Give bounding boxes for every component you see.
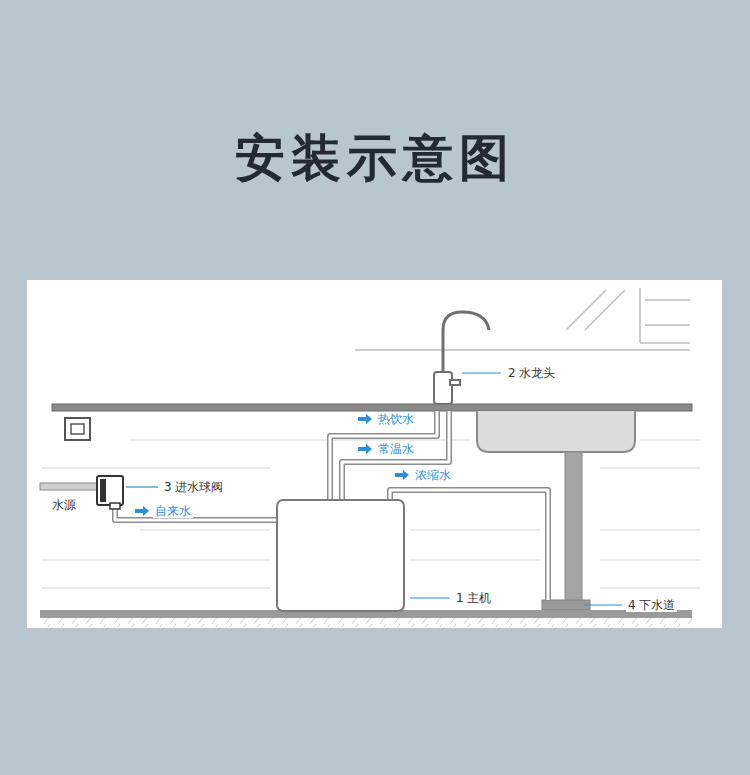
valve-body [97, 476, 123, 505]
page-title: 安装示意图 [235, 128, 515, 188]
window-line [645, 324, 690, 326]
flow-arrow [358, 414, 372, 424]
wall-line [600, 587, 700, 589]
glare-line [585, 290, 625, 330]
wall-line [42, 467, 270, 469]
leader-line [126, 486, 158, 487]
flow-arrow [395, 470, 409, 480]
source-label: 水源 [50, 498, 78, 512]
flow-label: 自来水 [153, 504, 193, 518]
leader-line [462, 372, 501, 373]
socket-hole [71, 424, 84, 434]
wall-line [600, 529, 700, 531]
waste-pipe [390, 490, 548, 600]
wall-line [600, 559, 700, 561]
tap-pipe [115, 505, 277, 520]
window-line [645, 299, 690, 301]
tap-pipe [115, 505, 277, 520]
panel [27, 280, 722, 628]
faucet [434, 312, 489, 404]
faucet-spout [443, 312, 489, 372]
faucet-body [434, 372, 452, 404]
room-pipe [342, 411, 449, 500]
waste-pipe [390, 490, 548, 600]
window-frame [639, 288, 641, 343]
faucet-handle [450, 380, 460, 385]
socket-plate [65, 418, 90, 440]
socket [65, 418, 90, 440]
countertop [52, 404, 692, 411]
drain-pipe [565, 452, 582, 602]
flow-label: 常温水 [376, 442, 416, 456]
callout-label: 1 主机 [454, 591, 493, 605]
leader-line [584, 604, 622, 605]
callout-label: 4 下水道 [626, 598, 677, 612]
wall-line [410, 529, 540, 531]
ball-valve [97, 476, 123, 509]
sink [477, 411, 635, 452]
window [355, 288, 690, 350]
valve-handle [100, 479, 106, 502]
flow-arrow [135, 506, 149, 516]
callout-label: 2 水龙头 [506, 366, 557, 380]
floor-hatch [40, 618, 692, 627]
leader-line [410, 597, 450, 598]
hot-pipe [330, 411, 437, 500]
callout-label: 3 进水球阀 [162, 480, 225, 494]
flow-arrow [358, 444, 372, 454]
source-pipe [40, 483, 102, 490]
wall-line [600, 467, 700, 469]
flow-label: 热饮水 [376, 412, 416, 426]
window-sill [355, 349, 690, 351]
valve-outlet [110, 503, 120, 509]
glare-line [566, 290, 606, 330]
wall-line [410, 559, 540, 561]
room-pipe [342, 411, 449, 500]
wall-line [42, 587, 270, 589]
wall-line [42, 559, 270, 561]
drain-base [542, 600, 590, 610]
window-frame [640, 342, 690, 344]
main-unit [277, 500, 404, 611]
wall-line [140, 529, 270, 531]
leader-lines [126, 373, 622, 605]
flow-arrows [135, 414, 409, 516]
wall-line [640, 439, 700, 441]
wall-line [130, 439, 470, 441]
hot-pipe [330, 411, 437, 500]
flow-label: 浓缩水 [413, 468, 453, 482]
